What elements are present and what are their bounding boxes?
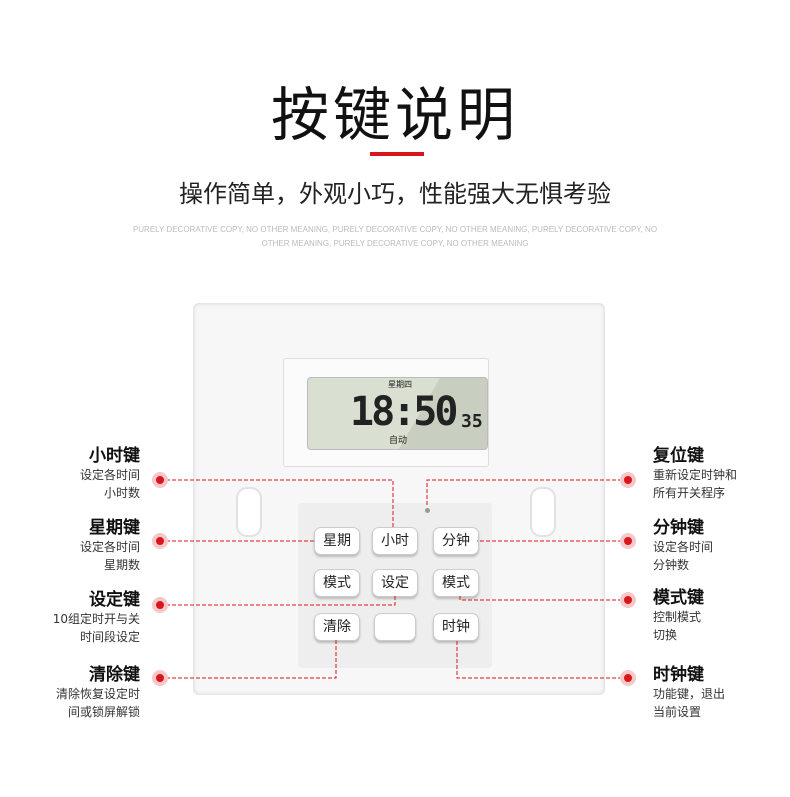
- minute-dot: [620, 533, 636, 549]
- callout-title: 清除键: [89, 665, 140, 685]
- hour-dot: [152, 472, 168, 488]
- set-line: [160, 595, 396, 606]
- minute-button[interactable]: 分钟: [433, 527, 479, 555]
- callout-desc: 控制模式: [653, 610, 702, 624]
- callout-desc: 重新设定时钟和: [653, 468, 738, 482]
- week-button[interactable]: 星期: [314, 527, 360, 555]
- mount-slot-left: [236, 487, 262, 537]
- callout-title: 复位键: [653, 446, 704, 466]
- lcd-mode: 自动: [389, 436, 408, 446]
- hour-line: [160, 479, 394, 527]
- clock-button[interactable]: 时钟: [433, 613, 479, 641]
- mode-line: [459, 595, 628, 601]
- callout-hour: 小时键 设定各时间 小时数: [80, 446, 140, 502]
- callout-desc: 时间段设定: [79, 630, 140, 644]
- mode-dot: [620, 592, 636, 608]
- callout-desc: 切换: [653, 628, 678, 642]
- week-dot: [152, 533, 168, 549]
- set-button[interactable]: 设定: [372, 569, 418, 597]
- mode-button-right[interactable]: 模式: [433, 569, 479, 597]
- blank-button[interactable]: [374, 613, 416, 641]
- callout-desc: 当前设置: [653, 705, 702, 719]
- callout-title: 分钟键: [653, 518, 704, 538]
- clock-line: [456, 640, 628, 679]
- clear-button[interactable]: 清除: [314, 613, 360, 641]
- callout-week: 星期键 设定各时间 星期数: [80, 518, 140, 574]
- page-title: 按键说明: [270, 81, 519, 149]
- callout-desc: 设定各时间: [653, 540, 714, 554]
- callout-desc: 间或锁屏解锁: [67, 705, 140, 719]
- lcd-weekday: 星期四: [388, 380, 412, 389]
- lcd-seconds: 35: [461, 411, 483, 432]
- callout-title: 模式键: [653, 588, 704, 608]
- set-dot: [152, 597, 168, 613]
- callout-title: 时钟键: [653, 665, 704, 685]
- callout-set: 设定键 10组定时开与关 时间段设定: [53, 590, 140, 646]
- callout-desc: 设定各时间: [79, 540, 140, 554]
- callout-desc: 设定各时间: [79, 468, 140, 482]
- callout-desc: 10组定时开与关: [52, 612, 140, 626]
- reset-dot: [620, 472, 636, 488]
- clock-dot: [620, 670, 636, 686]
- decorative-copy: PURELY DECORATIVE COPY, NO OTHER MEANING…: [132, 225, 658, 248]
- clear-dot: [152, 670, 168, 686]
- callout-desc: 清除恢复设定时: [55, 687, 140, 701]
- callout-reset: 复位键 重新设定时钟和 所有开关程序: [653, 446, 737, 502]
- lcd-time: 18:50: [350, 389, 458, 435]
- mode-button-left[interactable]: 模式: [314, 569, 360, 597]
- reset-line: [426, 479, 628, 506]
- callout-title: 设定键: [89, 590, 140, 610]
- title-underline: [370, 152, 424, 156]
- callout-desc: 所有开关程序: [653, 486, 726, 500]
- callout-desc: 分钟数: [653, 558, 690, 572]
- hour-button[interactable]: 小时: [372, 527, 418, 555]
- callout-title: 星期键: [89, 518, 140, 538]
- callout-clock: 时钟键 功能键，退出 当前设置: [653, 665, 725, 721]
- lcd-screen: [307, 377, 488, 450]
- callout-title: 小时键: [89, 446, 140, 466]
- subtitle: 操作简单，外观小巧，性能强大无惧考验: [179, 180, 611, 208]
- callout-mode: 模式键 控制模式 切换: [653, 588, 704, 644]
- callout-desc: 星期数: [103, 558, 140, 572]
- clear-line: [160, 640, 337, 679]
- callout-desc: 功能键，退出: [653, 687, 726, 701]
- reset-hole[interactable]: [425, 508, 430, 513]
- callout-clear: 清除键 清除恢复设定时 间或锁屏解锁: [56, 665, 140, 721]
- mount-slot-right: [530, 487, 556, 537]
- callout-minute: 分钟键 设定各时间 分钟数: [653, 518, 713, 574]
- callout-desc: 小时数: [103, 486, 140, 500]
